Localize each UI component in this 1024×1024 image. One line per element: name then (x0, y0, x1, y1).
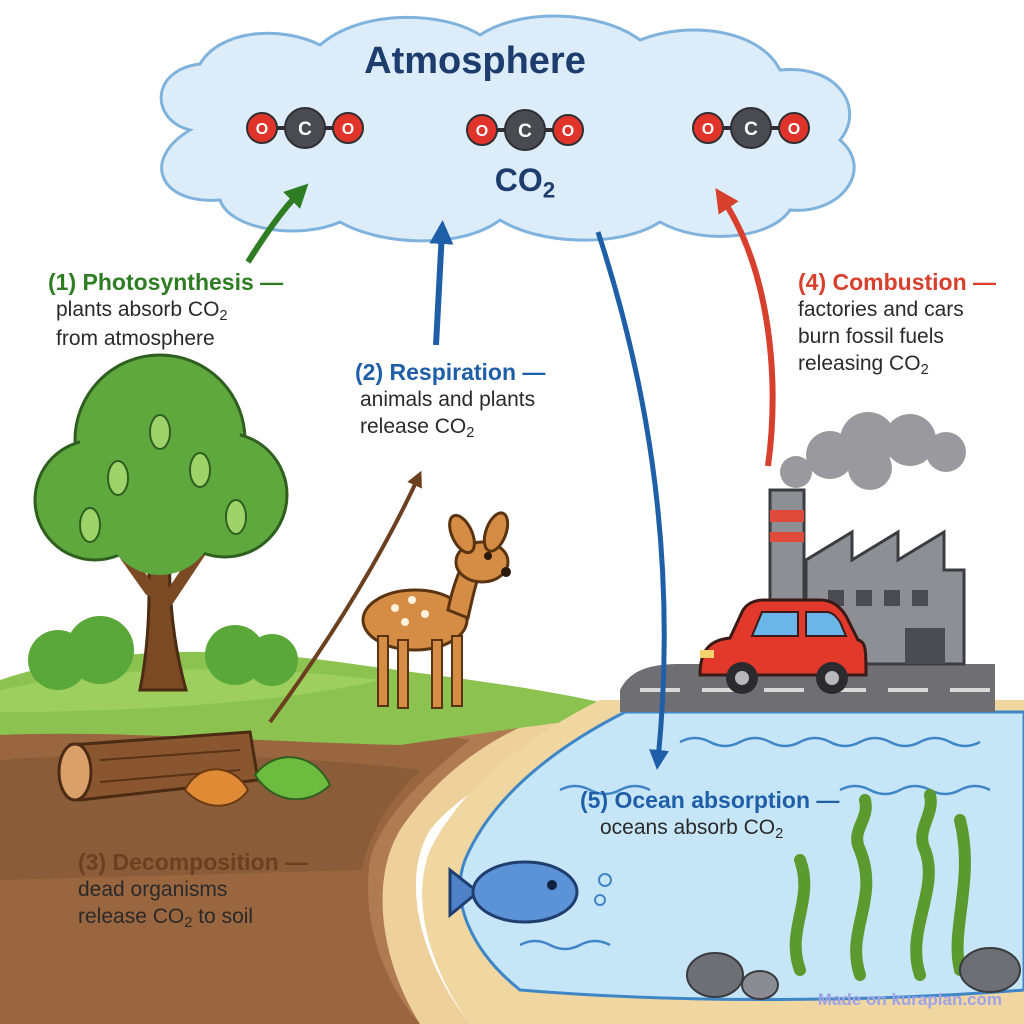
fallen-leaves (183, 756, 332, 807)
svg-text:O: O (702, 121, 714, 138)
respiration-label: (2) Respiration — animals and plants rel… (355, 358, 545, 443)
respiration-arrow-ground (268, 470, 422, 724)
decomposition-label: (3) Decomposition — dead organisms relea… (78, 848, 308, 933)
decomposition-line-1: dead organisms (78, 878, 228, 902)
combustion-label: (4) Combustion — factories and cars burn… (798, 268, 996, 380)
photosynthesis-line-1-sub: 2 (219, 308, 228, 325)
co2-molecule-right: O C O (692, 107, 810, 149)
atmosphere-co2-label: CO2 (470, 162, 580, 203)
bushes (28, 616, 298, 690)
co2-molecule-center: O C O (466, 109, 584, 151)
combustion-line-3-sub: 2 (920, 362, 929, 379)
red-car (698, 598, 868, 694)
watermark: Made on kuraplan.com (817, 990, 1002, 1009)
decomposition-line-2: release CO2 to soil (78, 904, 308, 933)
rocks (686, 947, 1021, 1000)
respiration-title: (2) Respiration — (355, 359, 546, 385)
photosynthesis-arrow (245, 183, 309, 264)
decomposition-line-2-sub: 2 (184, 915, 193, 932)
co2-text: CO (494, 162, 543, 198)
svg-text:O: O (476, 123, 488, 140)
combustion-line-2: burn fossil fuels (798, 325, 944, 349)
combustion-line-1: factories and cars (798, 298, 964, 322)
photosynthesis-line-2: from atmosphere (56, 327, 215, 351)
decomposition-line-2-end: to soil (192, 905, 254, 929)
ocean-absorption-line-1-text: oceans absorb CO (600, 816, 776, 840)
respiration-arrow-up (429, 220, 454, 346)
ocean-absorption-title: (5) Ocean absorption — (580, 787, 840, 813)
ocean-absorption-line-1: oceans absorb CO2 (600, 815, 839, 844)
atmosphere-title: Atmosphere (364, 40, 586, 82)
seaweed (789, 789, 971, 981)
respiration-line-2-text: release CO (360, 415, 467, 439)
deer (361, 511, 511, 709)
combustion-title: (4) Combustion — (798, 269, 997, 295)
photosynthesis-line-1-text: plants absorb CO (56, 298, 220, 322)
svg-text:O: O (562, 123, 574, 140)
co2-molecule-left: O C O (246, 107, 364, 149)
respiration-line-2: release CO2 (360, 414, 545, 443)
fish (448, 860, 612, 924)
svg-text:C: C (518, 121, 532, 142)
photosynthesis-title: (1) Photosynthesis — (48, 269, 284, 295)
combustion-line-3-text: releasing CO (798, 352, 921, 376)
svg-text:O: O (342, 121, 354, 138)
smoke-cloud (780, 412, 966, 490)
tree (33, 353, 289, 692)
sand-shore (382, 708, 660, 1024)
decomposition-title: (3) Decomposition — (78, 849, 309, 875)
svg-text:C: C (744, 119, 758, 140)
combustion-arrow (715, 188, 776, 467)
svg-text:C: C (298, 119, 312, 140)
decomposition-line-2-text: release CO (78, 905, 185, 929)
ocean (422, 700, 1024, 1024)
combustion-line-3: releasing CO2 (798, 351, 996, 380)
ocean-absorption-arrow (595, 231, 669, 770)
photosynthesis-line-1: plants absorb CO2 (56, 297, 283, 326)
ocean-absorption-label: (5) Ocean absorption — oceans absorb CO2 (580, 786, 839, 844)
respiration-line-1: animals and plants (360, 388, 536, 412)
ocean-absorption-line-1-sub: 2 (775, 826, 784, 843)
co2-subscript: 2 (542, 177, 556, 203)
photosynthesis-label: (1) Photosynthesis — plants absorb CO2 f… (48, 268, 283, 353)
svg-text:O: O (256, 121, 268, 138)
svg-text:O: O (788, 121, 800, 138)
respiration-line-2-sub: 2 (466, 425, 475, 442)
